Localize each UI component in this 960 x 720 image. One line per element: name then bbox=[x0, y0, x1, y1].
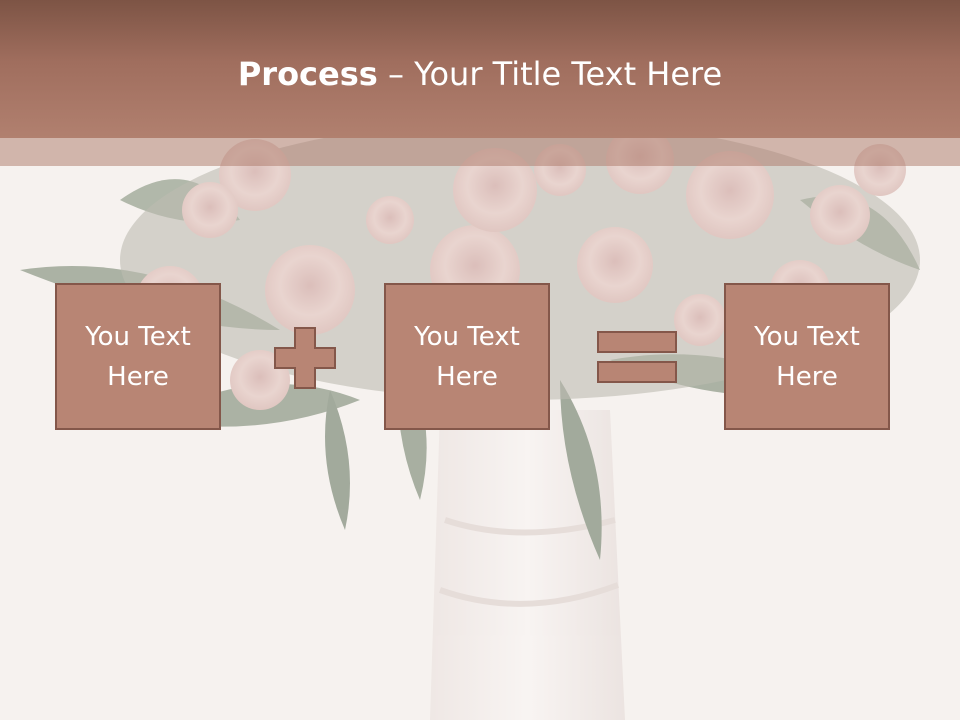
title-bold-text: Process bbox=[237, 55, 378, 93]
title-rest-text: – Your Title Text Here bbox=[377, 55, 723, 93]
equals-icon bbox=[597, 331, 677, 383]
process-box-3-text: You Text Here bbox=[754, 321, 860, 392]
slide-title: Process – Your Title Text Here bbox=[0, 52, 960, 96]
title-bar bbox=[0, 0, 960, 138]
process-box-1[interactable]: You Text Here bbox=[55, 283, 221, 430]
title-accent-strip bbox=[0, 138, 960, 166]
process-box-2[interactable]: You Text Here bbox=[384, 283, 550, 430]
plus-icon bbox=[274, 327, 336, 389]
process-box-3[interactable]: You Text Here bbox=[724, 283, 890, 430]
process-box-2-text: You Text Here bbox=[414, 321, 520, 392]
process-box-1-text: You Text Here bbox=[85, 321, 191, 392]
